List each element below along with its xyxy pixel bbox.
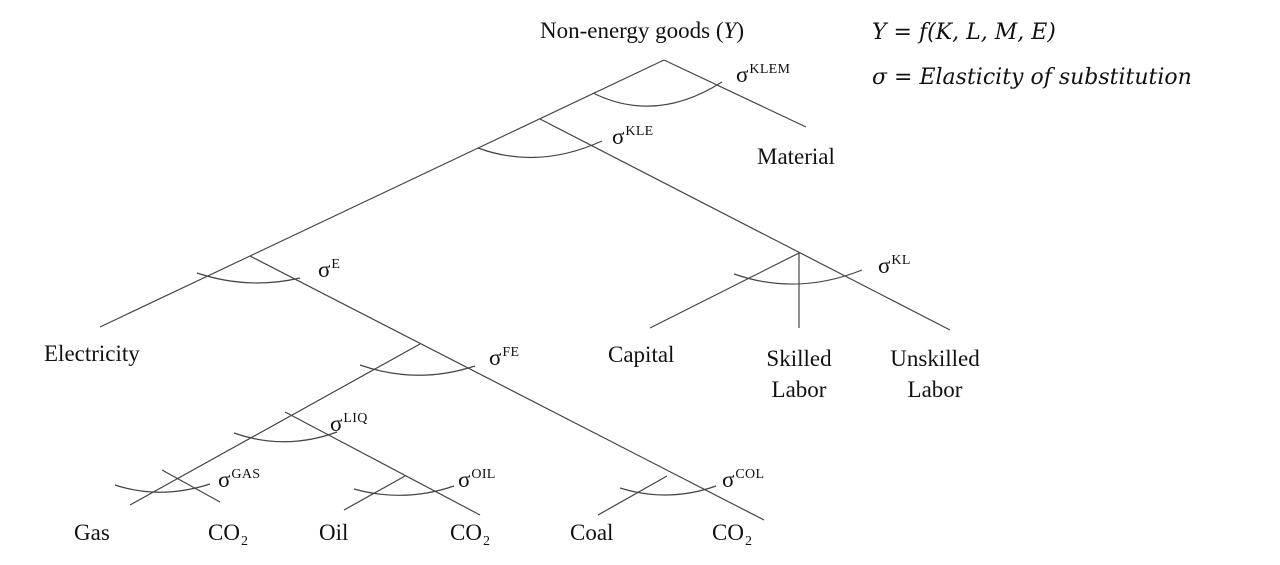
sigma-oil-label: σOIL [458, 467, 496, 492]
edge-kle-to-kl [539, 118, 951, 331]
sigma-gas-superscript: GAS [231, 467, 261, 482]
sigma-kle-symbol: σ [612, 124, 625, 149]
edge-e-to-fe [249, 255, 765, 521]
arc-klem [592, 81, 723, 107]
edge-kl-to-capital [649, 252, 800, 329]
node-co2-gas: CO2 [208, 520, 248, 549]
sigma-klem-label: σKLEM [736, 62, 791, 87]
arc-liq [233, 431, 338, 443]
sigma-gas-label: σGAS [218, 467, 261, 492]
co2-oil-subscript: 2 [482, 534, 490, 549]
root-label-close: ) [736, 18, 745, 43]
co2-gas-subscript: 2 [240, 534, 248, 549]
sigma-liq-label: σLIQ [330, 411, 368, 436]
sigma-kl-superscript: KL [891, 253, 911, 268]
co2-coal-text: CO [712, 520, 744, 545]
edge-fe-to-liq [129, 343, 421, 506]
sigma-kle-superscript: KLE [625, 124, 654, 139]
node-skilled-line1: Skilled [766, 346, 832, 371]
node-unskilled-line2: Labor [907, 377, 963, 402]
edge-top-to-material [663, 59, 807, 128]
root-label-var: Y [723, 18, 737, 43]
node-coal: Coal [570, 520, 614, 545]
sigma-gas-symbol: σ [218, 467, 231, 492]
sigma-oil-superscript: OIL [471, 467, 496, 482]
sigma-definition-text: = Elasticity of substitution [887, 65, 1192, 90]
formula-y: Y [872, 20, 887, 45]
sigma-e-superscript: E [331, 257, 341, 272]
edge-e-to-electricity [99, 255, 251, 328]
node-capital: Capital [608, 342, 675, 367]
sigma-liq-symbol: σ [330, 411, 343, 436]
node-unskilled-labor: Unskilled Labor [880, 343, 990, 405]
production-formula: Y = f(K, L, M, E) [872, 20, 1056, 45]
node-skilled-labor: Skilled Labor [744, 343, 854, 405]
sigma-klem-symbol: σ [736, 62, 749, 87]
sigma-liq-superscript: LIQ [343, 411, 368, 426]
node-oil: Oil [319, 520, 349, 545]
co2-coal-subscript: 2 [744, 534, 752, 549]
arc-col [619, 485, 717, 496]
sigma-definition-symbol: σ [872, 65, 888, 90]
sigma-e-label: σE [318, 257, 341, 282]
sigma-e-symbol: σ [318, 257, 331, 282]
arc-fe [359, 364, 476, 376]
node-material: Material [757, 144, 835, 169]
formula-eq: = [886, 20, 919, 45]
arc-gas [114, 483, 211, 493]
sigma-definition: σ = Elasticity of substitution [872, 65, 1192, 90]
sigma-col-label: σCOL [722, 467, 765, 492]
edge-gas-to-co2 [161, 469, 221, 503]
sigma-fe-superscript: FE [502, 345, 520, 360]
node-skilled-line2: Labor [771, 377, 827, 402]
arc-oil [353, 485, 455, 496]
node-unskilled-line1: Unskilled [890, 346, 980, 371]
co2-oil-text: CO [450, 520, 482, 545]
formula-func: f(K, L, M, E) [918, 20, 1056, 45]
arc-kl [733, 269, 863, 285]
edge-col-to-coal [597, 475, 668, 516]
edge-liq-to-oil [284, 411, 481, 516]
sigma-kle-label: σKLE [612, 124, 654, 149]
arc-kle [477, 140, 603, 159]
sigma-fe-symbol: σ [489, 345, 502, 370]
node-co2-oil: CO2 [450, 520, 490, 549]
arc-e [196, 272, 301, 284]
sigma-oil-symbol: σ [458, 467, 471, 492]
sigma-fe-label: σFE [489, 345, 520, 370]
edge-top-to-kle [249, 59, 665, 257]
node-gas: Gas [74, 520, 110, 545]
co2-gas-text: CO [208, 520, 240, 545]
root-label-text: Non-energy goods ( [540, 18, 724, 43]
sigma-col-superscript: COL [735, 467, 765, 482]
node-electricity: Electricity [44, 341, 140, 366]
node-co2-coal: CO2 [712, 520, 752, 549]
sigma-kl-symbol: σ [878, 253, 891, 278]
sigma-col-symbol: σ [722, 467, 735, 492]
sigma-kl-label: σKL [878, 253, 911, 278]
sigma-klem-superscript: KLEM [749, 62, 791, 77]
root-label: Non-energy goods (Y) [540, 19, 744, 42]
